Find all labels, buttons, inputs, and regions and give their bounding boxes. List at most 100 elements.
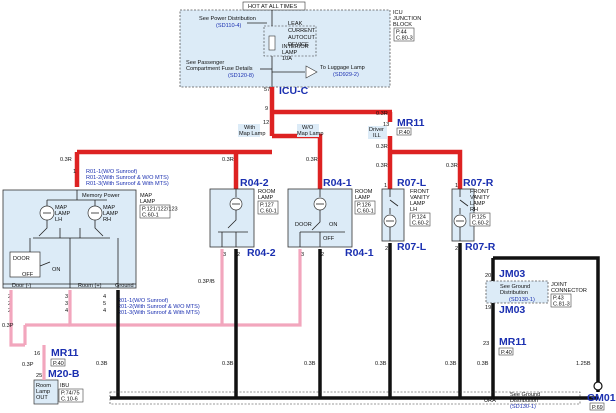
map-lamp-ref-1: P.121/122/123 bbox=[142, 207, 178, 213]
r01-top-1: R01-1(W/O Sunroof) bbox=[86, 169, 137, 175]
r07r-label-3: LAMP bbox=[470, 201, 486, 207]
jm03-see-ground: See Ground bbox=[500, 284, 530, 290]
icu-ref-1: P.44 bbox=[396, 30, 407, 36]
fuse-icon bbox=[268, 35, 276, 51]
r07r-ref-2: C.60-2 bbox=[472, 221, 489, 227]
mr11-br-name: MR11 bbox=[499, 336, 527, 348]
interior-lamp-2: LAMP bbox=[282, 50, 298, 56]
r042-label-1: ROOM bbox=[258, 189, 276, 195]
r07l-pin2: 2 bbox=[385, 246, 388, 252]
jm03-pin-bottom: 19 bbox=[485, 305, 491, 311]
r07l-pin1: 1 bbox=[384, 183, 387, 189]
r042-label-2: LAMP bbox=[258, 195, 274, 201]
gnd-wire-1: 0.3B bbox=[96, 361, 108, 367]
rh-3: RH bbox=[103, 217, 111, 223]
jm03-joint-2: CONNECTOR bbox=[551, 288, 587, 294]
r01-top-3: R01-3(With Sunroof & With MTS) bbox=[86, 181, 169, 187]
see-power-ref: (SD110-4) bbox=[216, 23, 242, 29]
mr11-bl-ref: P.40 bbox=[53, 361, 64, 367]
mr11-bl-name: MR11 bbox=[51, 347, 79, 359]
mr11-top-name: MR11 bbox=[397, 117, 425, 129]
pin-12: 12 bbox=[263, 120, 269, 126]
r01-pin-4: 4 bbox=[65, 308, 68, 314]
lh-3: LH bbox=[55, 217, 62, 223]
r042-ref-1: P.127 bbox=[260, 203, 274, 209]
mr11-top-pin: 13 bbox=[383, 122, 389, 128]
r01-bot-3: R01-3(With Sunroof & With MTS) bbox=[117, 310, 200, 316]
r042-top: R04-2 bbox=[240, 177, 269, 189]
r042-ref-2: C.60-1 bbox=[260, 209, 277, 215]
gnd-see: See Ground bbox=[510, 392, 540, 398]
door-minus-label: Door (-) bbox=[12, 283, 31, 289]
gnd-wire-3: 0.3B bbox=[304, 361, 316, 367]
pin-57: 57 bbox=[264, 87, 270, 93]
r041-off: OFF bbox=[323, 236, 335, 242]
r07r-label-4: RH bbox=[470, 207, 478, 213]
mr11-top-wire: 0.3R bbox=[376, 111, 388, 117]
r07r-top: R07-R bbox=[463, 177, 494, 189]
r041-pin3: 3 bbox=[301, 252, 304, 258]
ibu-out: OUT bbox=[36, 395, 48, 401]
icu-label-2: JUNCTION bbox=[393, 16, 421, 22]
luggage-text: To Luggage Lamp bbox=[320, 65, 365, 71]
map-lamp-label-2: LAMP bbox=[140, 199, 156, 205]
r01-pin-3b: 3 bbox=[65, 301, 68, 307]
r01-pin-4a: 4 bbox=[103, 294, 106, 300]
r07l-label-4: LH bbox=[410, 207, 417, 213]
jm03-joint-1: JOINT bbox=[551, 282, 568, 288]
see-passenger-2: Compartment Fuse Details bbox=[186, 66, 253, 72]
rh-2: LAMP bbox=[103, 211, 119, 217]
with-map-2: Map Lamp bbox=[239, 131, 265, 137]
gnd-wire-6: 0.3B bbox=[477, 361, 489, 367]
r01-top-2: R01-2(With Sunroof & W/O MTS) bbox=[86, 175, 169, 181]
r07r-pin1: 1 bbox=[455, 183, 458, 189]
ura-label: URA bbox=[484, 398, 496, 404]
r041-on: ON bbox=[329, 222, 337, 228]
r07l-label-2: VANITY bbox=[410, 195, 430, 201]
off-label: OFF bbox=[22, 272, 34, 278]
r042-wire-03r: 0.3R bbox=[222, 157, 234, 163]
on-label: ON bbox=[52, 267, 60, 273]
door-switch-box bbox=[9, 251, 41, 278]
gnd-wire-2: 0.3B bbox=[222, 361, 234, 367]
r041-label-1: ROOM bbox=[355, 189, 373, 195]
jm03-top: JM03 bbox=[499, 268, 525, 280]
r07r-wire-03r: 0.3R bbox=[446, 163, 458, 169]
pin-9: 9 bbox=[265, 106, 268, 112]
mr11-br-pin: 23 bbox=[483, 341, 489, 347]
jm03-pin-top: 20 bbox=[485, 273, 491, 279]
map-lamp-label-1: MAP bbox=[140, 193, 152, 199]
interior-lamp-1: INTERIOR bbox=[282, 44, 309, 50]
r041-top: R04-1 bbox=[323, 177, 352, 189]
mr11-bl-pin: 16 bbox=[34, 351, 40, 357]
r01-wire-03r: 0.3R bbox=[60, 157, 72, 163]
leak-line-1: LEAK bbox=[288, 21, 303, 27]
pink-wire-03pb: 0.3P/B bbox=[198, 279, 215, 285]
ground-bus-box bbox=[109, 391, 581, 405]
door-label: DOOR bbox=[13, 256, 30, 262]
r041-label-2: LAMP bbox=[355, 195, 371, 201]
gnd-wire-4: 0.3B bbox=[375, 361, 387, 367]
r041-ref-1: P.126 bbox=[357, 203, 371, 209]
gnd-ref: (SD130-1) bbox=[510, 404, 536, 410]
r07l-wire-03r: 0.3R bbox=[376, 163, 388, 169]
lh-1: MAP bbox=[55, 205, 67, 211]
r07r-label-2: VANITY bbox=[470, 195, 490, 201]
r042-bottom: R04-2 bbox=[247, 247, 276, 259]
ground-label: Ground bbox=[115, 283, 134, 289]
r07l-ref-1: P.124 bbox=[412, 215, 426, 221]
wo-map-1: W/O bbox=[302, 125, 314, 131]
r041-door: DOOR bbox=[295, 222, 312, 228]
gnd-distribution: Distribution bbox=[510, 398, 538, 404]
room-plus-label: Room (+) bbox=[78, 283, 102, 289]
r07l-top: R07-L bbox=[397, 177, 427, 189]
gm01-label: GM01 bbox=[587, 392, 616, 404]
ibu-lamp: Lamp bbox=[36, 389, 50, 395]
wo-map-2: Map Lamp bbox=[297, 131, 323, 137]
see-passenger-ref: (SD120-8) bbox=[228, 73, 254, 79]
driver-ill-1: Driver bbox=[369, 127, 384, 133]
gnd-wire-7: 1.25B bbox=[576, 361, 591, 367]
icu-label-1: ICU bbox=[393, 10, 403, 16]
r07r-pin2: 2 bbox=[455, 246, 458, 252]
